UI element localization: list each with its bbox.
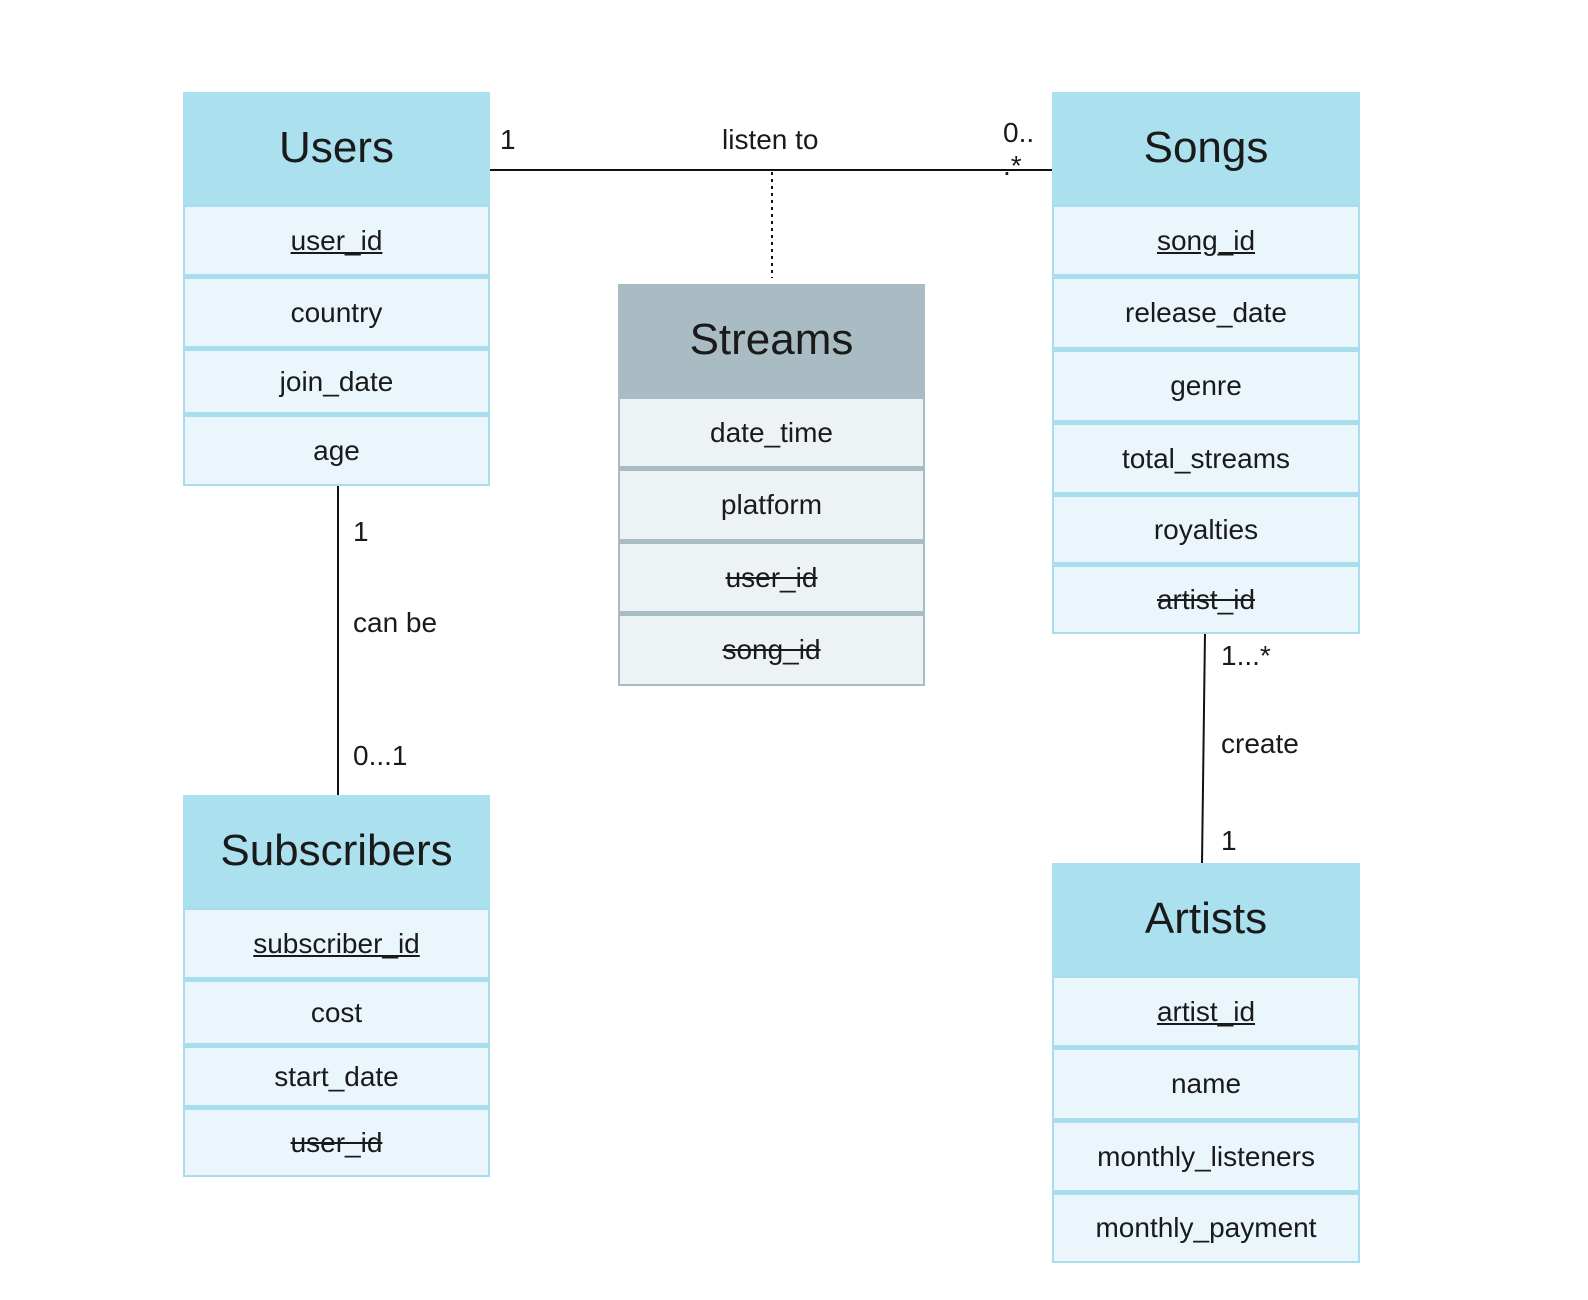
streams-title: Streams — [618, 284, 925, 396]
songs-field-total-streams: total_streams — [1052, 422, 1360, 494]
subscribers-field-start-date: start_date — [183, 1045, 490, 1107]
songs-field-release-date: release_date — [1052, 276, 1360, 349]
streams-field-date-time: date_time — [618, 396, 925, 468]
listen-to-right-cardinality-line1: 0.. — [1003, 117, 1035, 148]
songs-field-artist-id: artist_id — [1052, 564, 1360, 634]
users-field-user-id: user_id — [183, 204, 490, 276]
streams-entity: Streams date_time platform user_id song_… — [618, 284, 925, 686]
songs-entity: Songs song_id release_date genre total_s… — [1052, 92, 1360, 634]
can-be-bottom-cardinality: 0...1 — [353, 740, 408, 771]
songs-field-song-id: song_id — [1052, 204, 1360, 276]
artists-title: Artists — [1052, 863, 1360, 975]
create-line — [1201, 631, 1206, 864]
can-be-label: can be — [353, 607, 438, 638]
streams-field-platform: platform — [618, 468, 925, 541]
subscribers-field-cost: cost — [183, 979, 490, 1045]
users-field-country: country — [183, 276, 490, 348]
songs-title: Songs — [1052, 92, 1360, 204]
songs-field-royalties: royalties — [1052, 494, 1360, 564]
listen-to-left-cardinality: 1 — [500, 124, 516, 155]
users-title: Users — [183, 92, 490, 204]
subscribers-field-subscriber-id: subscriber_id — [183, 907, 490, 979]
users-field-age: age — [183, 414, 490, 486]
artists-field-monthly-listeners: monthly_listeners — [1052, 1120, 1360, 1192]
listen-to-right-cardinality-line2: .* — [1003, 150, 1022, 181]
can-be-top-cardinality: 1 — [353, 516, 369, 547]
create-top-cardinality: 1...* — [1221, 640, 1271, 671]
artists-entity: Artists artist_id name monthly_listeners… — [1052, 863, 1360, 1263]
subscribers-field-user-id: user_id — [183, 1107, 490, 1177]
create-label: create — [1221, 728, 1299, 759]
streams-field-song-id: song_id — [618, 613, 925, 686]
songs-field-genre: genre — [1052, 349, 1360, 422]
subscribers-entity: Subscribers subscriber_id cost start_dat… — [183, 795, 490, 1177]
streams-field-user-id: user_id — [618, 541, 925, 613]
subscribers-title: Subscribers — [183, 795, 490, 907]
create-bottom-cardinality: 1 — [1221, 825, 1237, 856]
listen-to-label: listen to — [722, 124, 819, 155]
artists-field-artist-id: artist_id — [1052, 975, 1360, 1047]
users-entity: Users user_id country join_date age — [183, 92, 490, 486]
artists-field-monthly-payment: monthly_payment — [1052, 1192, 1360, 1263]
artists-field-name: name — [1052, 1047, 1360, 1120]
users-field-join-date: join_date — [183, 348, 490, 414]
